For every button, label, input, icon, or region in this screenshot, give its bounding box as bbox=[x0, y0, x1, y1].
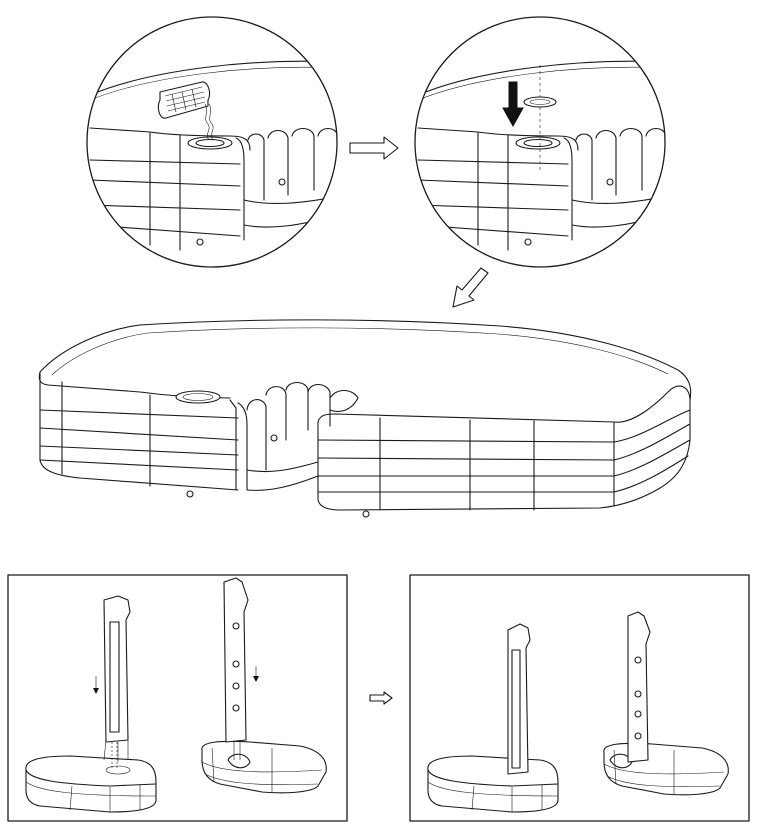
right-arrow-icon bbox=[369, 691, 393, 705]
filler-bottle-icon bbox=[157, 81, 214, 141]
step-assembled-stands-panel bbox=[409, 574, 750, 822]
right-arrow-icon bbox=[349, 136, 399, 160]
step-cap-detail bbox=[414, 16, 666, 268]
step-fill-detail bbox=[86, 16, 338, 268]
step-insert-poles-panel bbox=[7, 574, 348, 822]
down-arrow-icon bbox=[502, 81, 524, 128]
assembled-base bbox=[38, 319, 692, 518]
down-left-arrow-icon bbox=[452, 267, 489, 308]
